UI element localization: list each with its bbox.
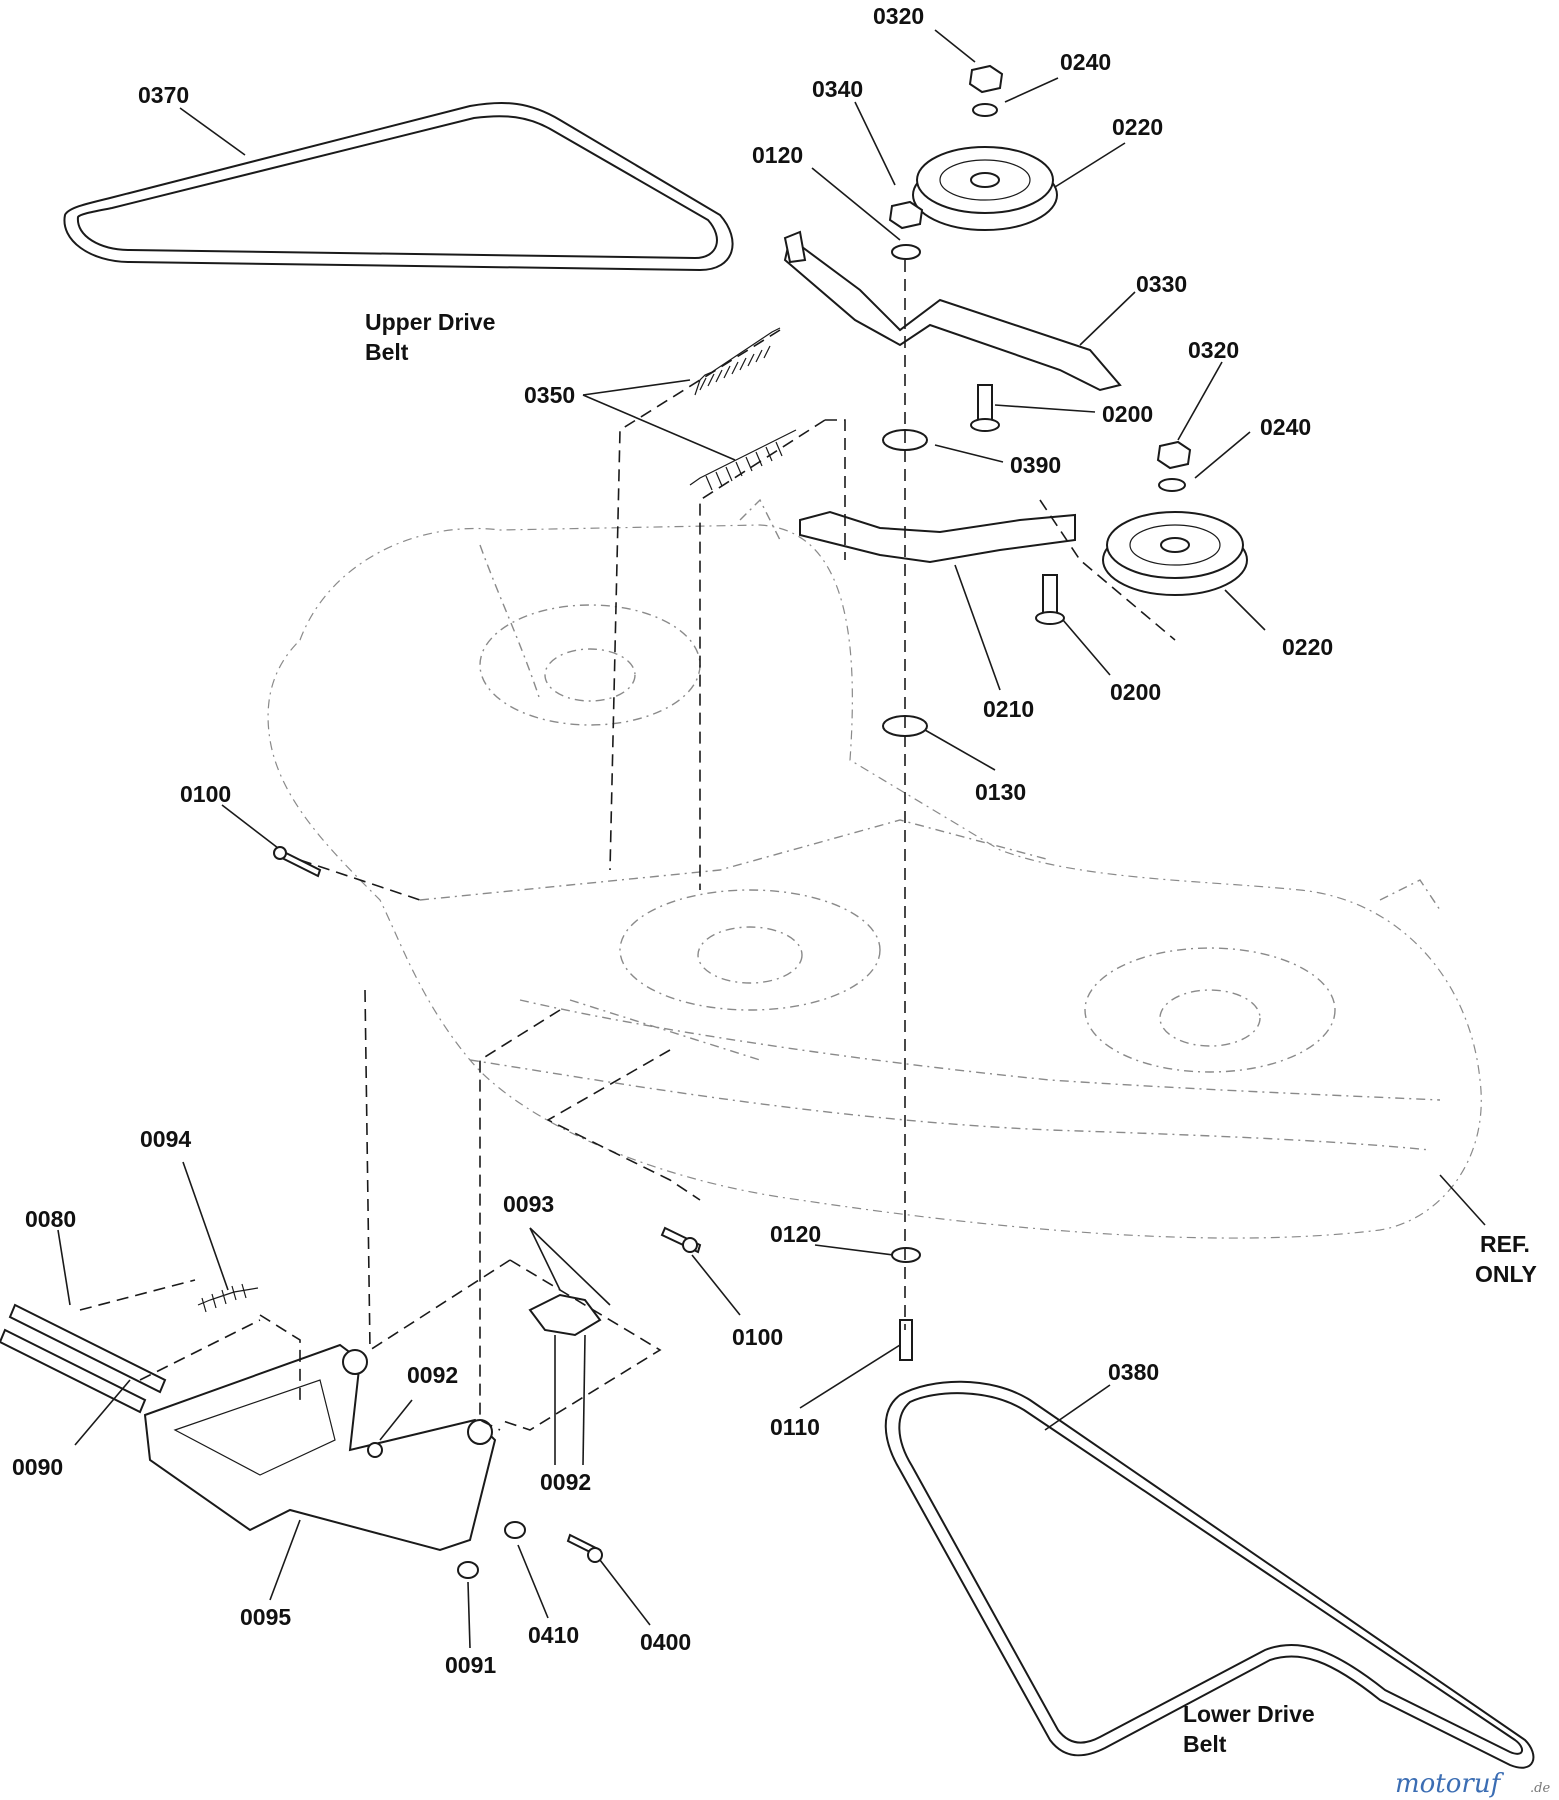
- label-0120-top: 0120: [752, 142, 803, 168]
- captions: Upper Drive Belt Lower Drive Belt REF. O…: [365, 309, 1537, 1757]
- label-0320-mid: 0320: [1188, 337, 1239, 363]
- leader-lines: [57, 29, 1486, 1649]
- label-0390: 0390: [1010, 452, 1061, 478]
- idler-arm-lower: [799, 510, 1076, 564]
- label-0330: 0330: [1136, 271, 1187, 297]
- hardware-upper: [882, 64, 1192, 1361]
- label-0110: 0110: [770, 1414, 820, 1440]
- part-labels: 0370 0320 0240 0340 0220 0120 0330 0320 …: [12, 3, 1333, 1678]
- label-0094: 0094: [140, 1126, 191, 1152]
- spring-upper: [694, 327, 781, 396]
- label-0370: 0370: [138, 82, 189, 108]
- label-0080: 0080: [25, 1206, 76, 1232]
- label-0090: 0090: [12, 1454, 63, 1480]
- label-0200-lower: 0200: [1110, 679, 1161, 705]
- axle-pins: [0, 1303, 167, 1414]
- caption-upper-drive-belt-line1: Upper Drive: [365, 309, 495, 335]
- bolts: [273, 846, 702, 1563]
- label-0380: 0380: [1108, 1359, 1159, 1385]
- label-0120-lower: 0120: [770, 1221, 821, 1247]
- label-0093: 0093: [503, 1191, 554, 1217]
- caption-lower-drive-belt-line1: Lower Drive: [1183, 1701, 1315, 1727]
- watermark-brand: motoruf: [1395, 1769, 1505, 1799]
- label-0092-right: 0092: [540, 1469, 591, 1495]
- caption-upper-drive-belt-line2: Belt: [365, 339, 409, 365]
- label-0200-upper: 0200: [1102, 401, 1153, 427]
- assembly-lines: [79, 260, 1176, 1431]
- spring-deck-lift: [197, 1283, 259, 1313]
- label-0340: 0340: [812, 76, 863, 102]
- deck-hanger-bracket: [143, 1293, 602, 1579]
- label-0210: 0210: [983, 696, 1034, 722]
- mower-deck: [267, 498, 1482, 1239]
- label-0220-lower: 0220: [1282, 634, 1333, 660]
- spring-lower: [689, 429, 797, 491]
- idler-arm-upper: [783, 230, 1122, 392]
- idler-pulley-lower: [1102, 511, 1248, 596]
- lower-drive-belt: [884, 1380, 1535, 1769]
- watermark-suffix: .de: [1530, 1781, 1550, 1796]
- label-0350: 0350: [524, 382, 575, 408]
- label-0100-right: 0100: [732, 1324, 783, 1350]
- label-0240-mid: 0240: [1260, 414, 1311, 440]
- label-0220-top: 0220: [1112, 114, 1163, 140]
- caption-ref-only-line1: REF.: [1480, 1231, 1530, 1257]
- label-0092-left: 0092: [407, 1362, 458, 1388]
- caption-lower-drive-belt-line2: Belt: [1183, 1731, 1227, 1757]
- label-0095: 0095: [240, 1604, 291, 1630]
- upper-drive-belt: [63, 101, 734, 272]
- label-0240-top: 0240: [1060, 49, 1111, 75]
- label-0100-left: 0100: [180, 781, 231, 807]
- label-0130: 0130: [975, 779, 1026, 805]
- label-0320-top: 0320: [873, 3, 924, 29]
- label-0091: 0091: [445, 1652, 496, 1678]
- label-0400: 0400: [640, 1629, 691, 1655]
- label-0410: 0410: [528, 1622, 579, 1648]
- idler-pulley-upper: [912, 146, 1058, 231]
- caption-ref-only-line2: ONLY: [1475, 1261, 1537, 1287]
- watermark: motoruf .de: [1395, 1769, 1550, 1799]
